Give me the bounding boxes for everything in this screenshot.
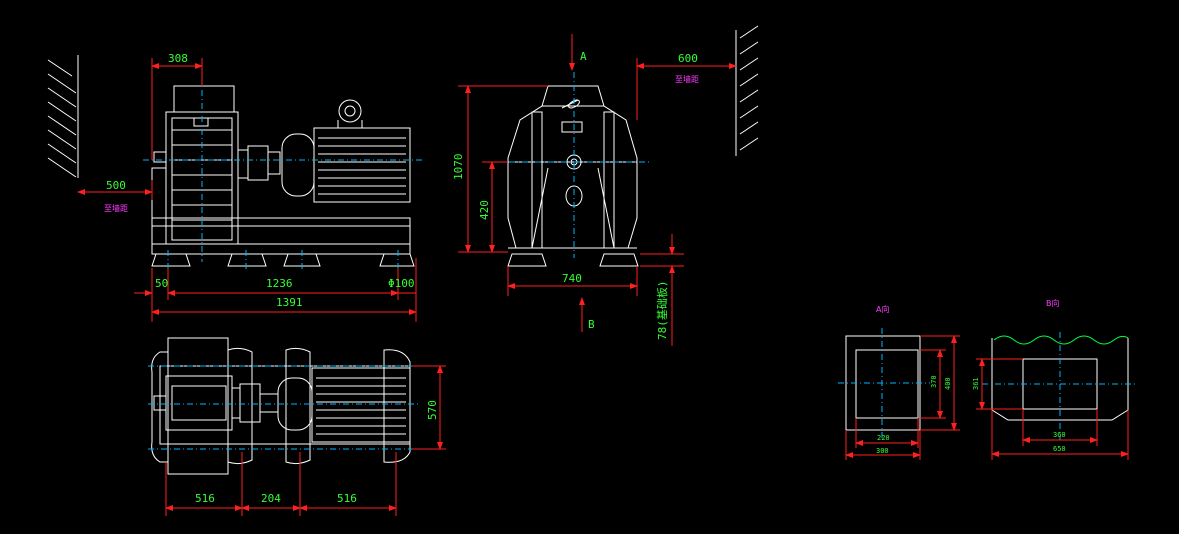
dim-1070: 1070 bbox=[452, 154, 465, 181]
side-view: 308 500 至墙距 50 1236 Φ100 1391 bbox=[47, 52, 425, 322]
motor-endcap bbox=[281, 133, 315, 197]
dim-204: 204 bbox=[261, 492, 281, 505]
port-a-inner bbox=[855, 349, 919, 419]
dim-phi100: Φ100 bbox=[388, 277, 415, 290]
port-a-dim-370: 370 bbox=[930, 375, 938, 388]
dim-516-left: 516 bbox=[195, 492, 215, 505]
lifting-eye bbox=[338, 99, 362, 123]
inlet-flange bbox=[173, 85, 235, 113]
view-label-b: B bbox=[588, 318, 595, 331]
port-a-dim-400: 400 bbox=[944, 377, 952, 390]
top-view: 570 516 204 516 bbox=[148, 337, 446, 516]
port-b-dim-360: 360 bbox=[1053, 431, 1066, 439]
dim-600: 600 bbox=[678, 52, 698, 65]
dim-1391: 1391 bbox=[276, 296, 303, 309]
end-view: A B bbox=[452, 25, 759, 346]
port-b-dim-650: 650 bbox=[1053, 445, 1066, 453]
base-frame bbox=[151, 225, 411, 255]
fan-body-outline bbox=[507, 85, 638, 249]
dim-50: 50 bbox=[155, 277, 168, 290]
view-label-a: A bbox=[580, 50, 587, 63]
port-b-break-line bbox=[993, 335, 1129, 345]
dim-516-right: 516 bbox=[337, 492, 357, 505]
port-a-dim-220: 220 bbox=[877, 434, 890, 442]
top-motor bbox=[311, 367, 411, 443]
dim-500: 500 bbox=[106, 179, 126, 192]
port-b-detail: B向 361 360 650 bbox=[972, 298, 1136, 460]
motor-body bbox=[313, 127, 411, 203]
wall-hatch-left bbox=[47, 55, 79, 178]
port-a-detail: A向 370 400 220 300 bbox=[838, 304, 960, 460]
dim-78: 78(基础板) bbox=[655, 281, 669, 341]
wall-hatch-right bbox=[735, 25, 759, 156]
port-a-dim-300: 300 bbox=[876, 447, 889, 455]
dim-1236: 1236 bbox=[266, 277, 293, 290]
dim-570: 570 bbox=[426, 400, 439, 420]
dim-740: 740 bbox=[562, 272, 582, 285]
note-600: 至墙距 bbox=[675, 74, 699, 84]
port-b-title: B向 bbox=[1046, 298, 1060, 308]
dim-420: 420 bbox=[478, 200, 491, 220]
note-500: 至墙距 bbox=[104, 203, 128, 213]
port-b-dim-361: 361 bbox=[972, 377, 980, 390]
dim-308: 308 bbox=[168, 52, 188, 65]
port-a-title: A向 bbox=[876, 304, 889, 314]
